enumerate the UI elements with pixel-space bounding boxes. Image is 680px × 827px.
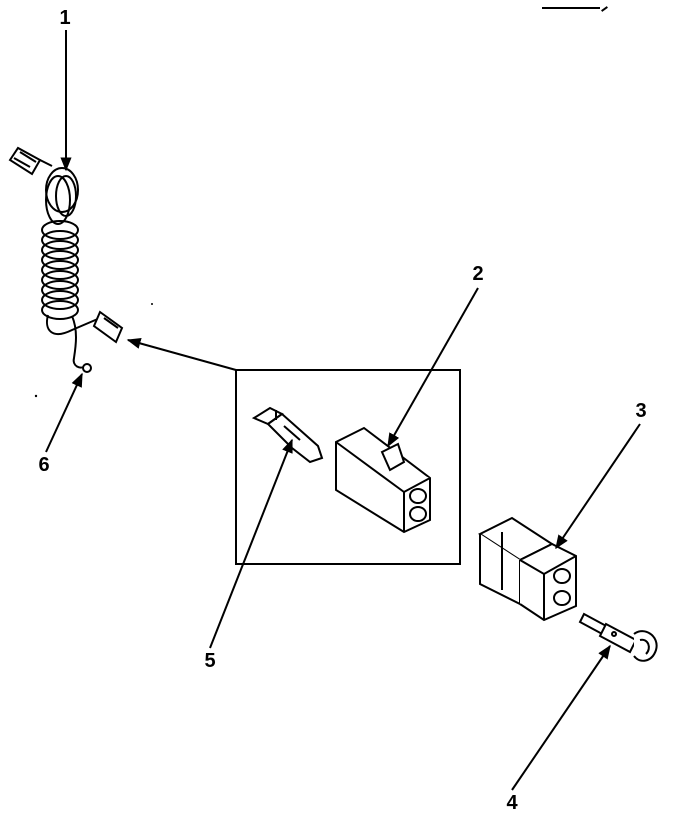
- callout-5: 5: [204, 650, 216, 672]
- cord-plug: [8, 146, 53, 176]
- power-cord: [8, 146, 124, 373]
- pin-terminal-5: [251, 406, 324, 464]
- mating-connector-3: [477, 516, 577, 622]
- corner-mark: [542, 2, 600, 9]
- ground-terminal: [82, 363, 92, 373]
- detail-box: [235, 369, 461, 565]
- connector-housing-2: [335, 426, 431, 534]
- pin-contact-4: [578, 612, 658, 662]
- callout-6: 6: [38, 454, 50, 476]
- callout-4: 4: [506, 792, 518, 814]
- callout-3: 3: [635, 400, 647, 422]
- cord-connector: [92, 310, 124, 344]
- callout-1: 1: [59, 7, 71, 29]
- cord-coil: [41, 220, 79, 320]
- callout-2: 2: [472, 263, 484, 285]
